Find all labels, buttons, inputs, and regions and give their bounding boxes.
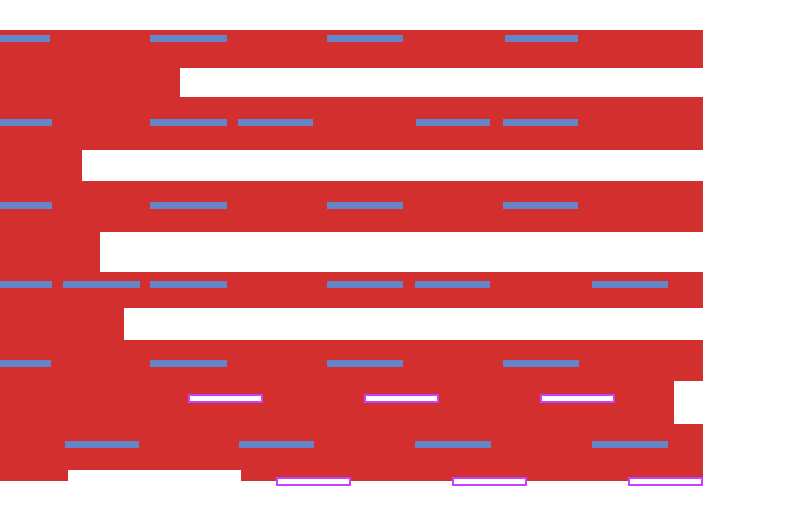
blue-highlight-bar <box>0 35 50 42</box>
blue-highlight-bar <box>415 441 491 448</box>
blue-highlight-bar <box>150 281 227 288</box>
magenta-highlight-bar <box>452 477 527 486</box>
blue-highlight-bar <box>238 119 313 126</box>
blue-highlight-bar <box>505 35 578 42</box>
blue-highlight-bar <box>150 119 227 126</box>
blue-highlight-bar <box>592 441 668 448</box>
blue-highlight-bar <box>416 119 490 126</box>
blue-highlight-bar <box>415 281 490 288</box>
blue-highlight-bar <box>0 360 51 367</box>
blue-highlight-bar <box>503 202 578 209</box>
magenta-highlight-bar <box>276 477 351 486</box>
blue-highlight-bar <box>327 35 403 42</box>
blue-highlight-bar <box>0 281 52 288</box>
gap-notch-bottom <box>68 470 241 481</box>
blue-highlight-bar <box>503 360 579 367</box>
blue-highlight-bar <box>327 360 403 367</box>
blue-highlight-bar <box>592 281 668 288</box>
blue-highlight-bar <box>65 441 139 448</box>
magenta-highlight-bar <box>188 394 263 403</box>
blue-highlight-bar <box>327 281 403 288</box>
blue-highlight-bar <box>327 202 403 209</box>
blue-highlight-bar <box>0 119 52 126</box>
gap-row-1 <box>180 68 703 97</box>
blue-highlight-bar <box>239 441 314 448</box>
blue-highlight-bar <box>0 202 52 209</box>
magenta-highlight-bar <box>364 394 439 403</box>
blue-highlight-bar <box>150 360 227 367</box>
blue-highlight-bar <box>150 202 227 209</box>
blue-highlight-bar <box>503 119 578 126</box>
gap-row-3 <box>100 232 703 272</box>
blue-highlight-bar <box>63 281 140 288</box>
gap-notch-right <box>674 381 703 424</box>
gap-row-4 <box>124 308 703 340</box>
magenta-highlight-bar <box>628 477 703 486</box>
magenta-highlight-bar <box>540 394 615 403</box>
gap-row-2 <box>82 150 799 181</box>
blue-highlight-bar <box>150 35 227 42</box>
